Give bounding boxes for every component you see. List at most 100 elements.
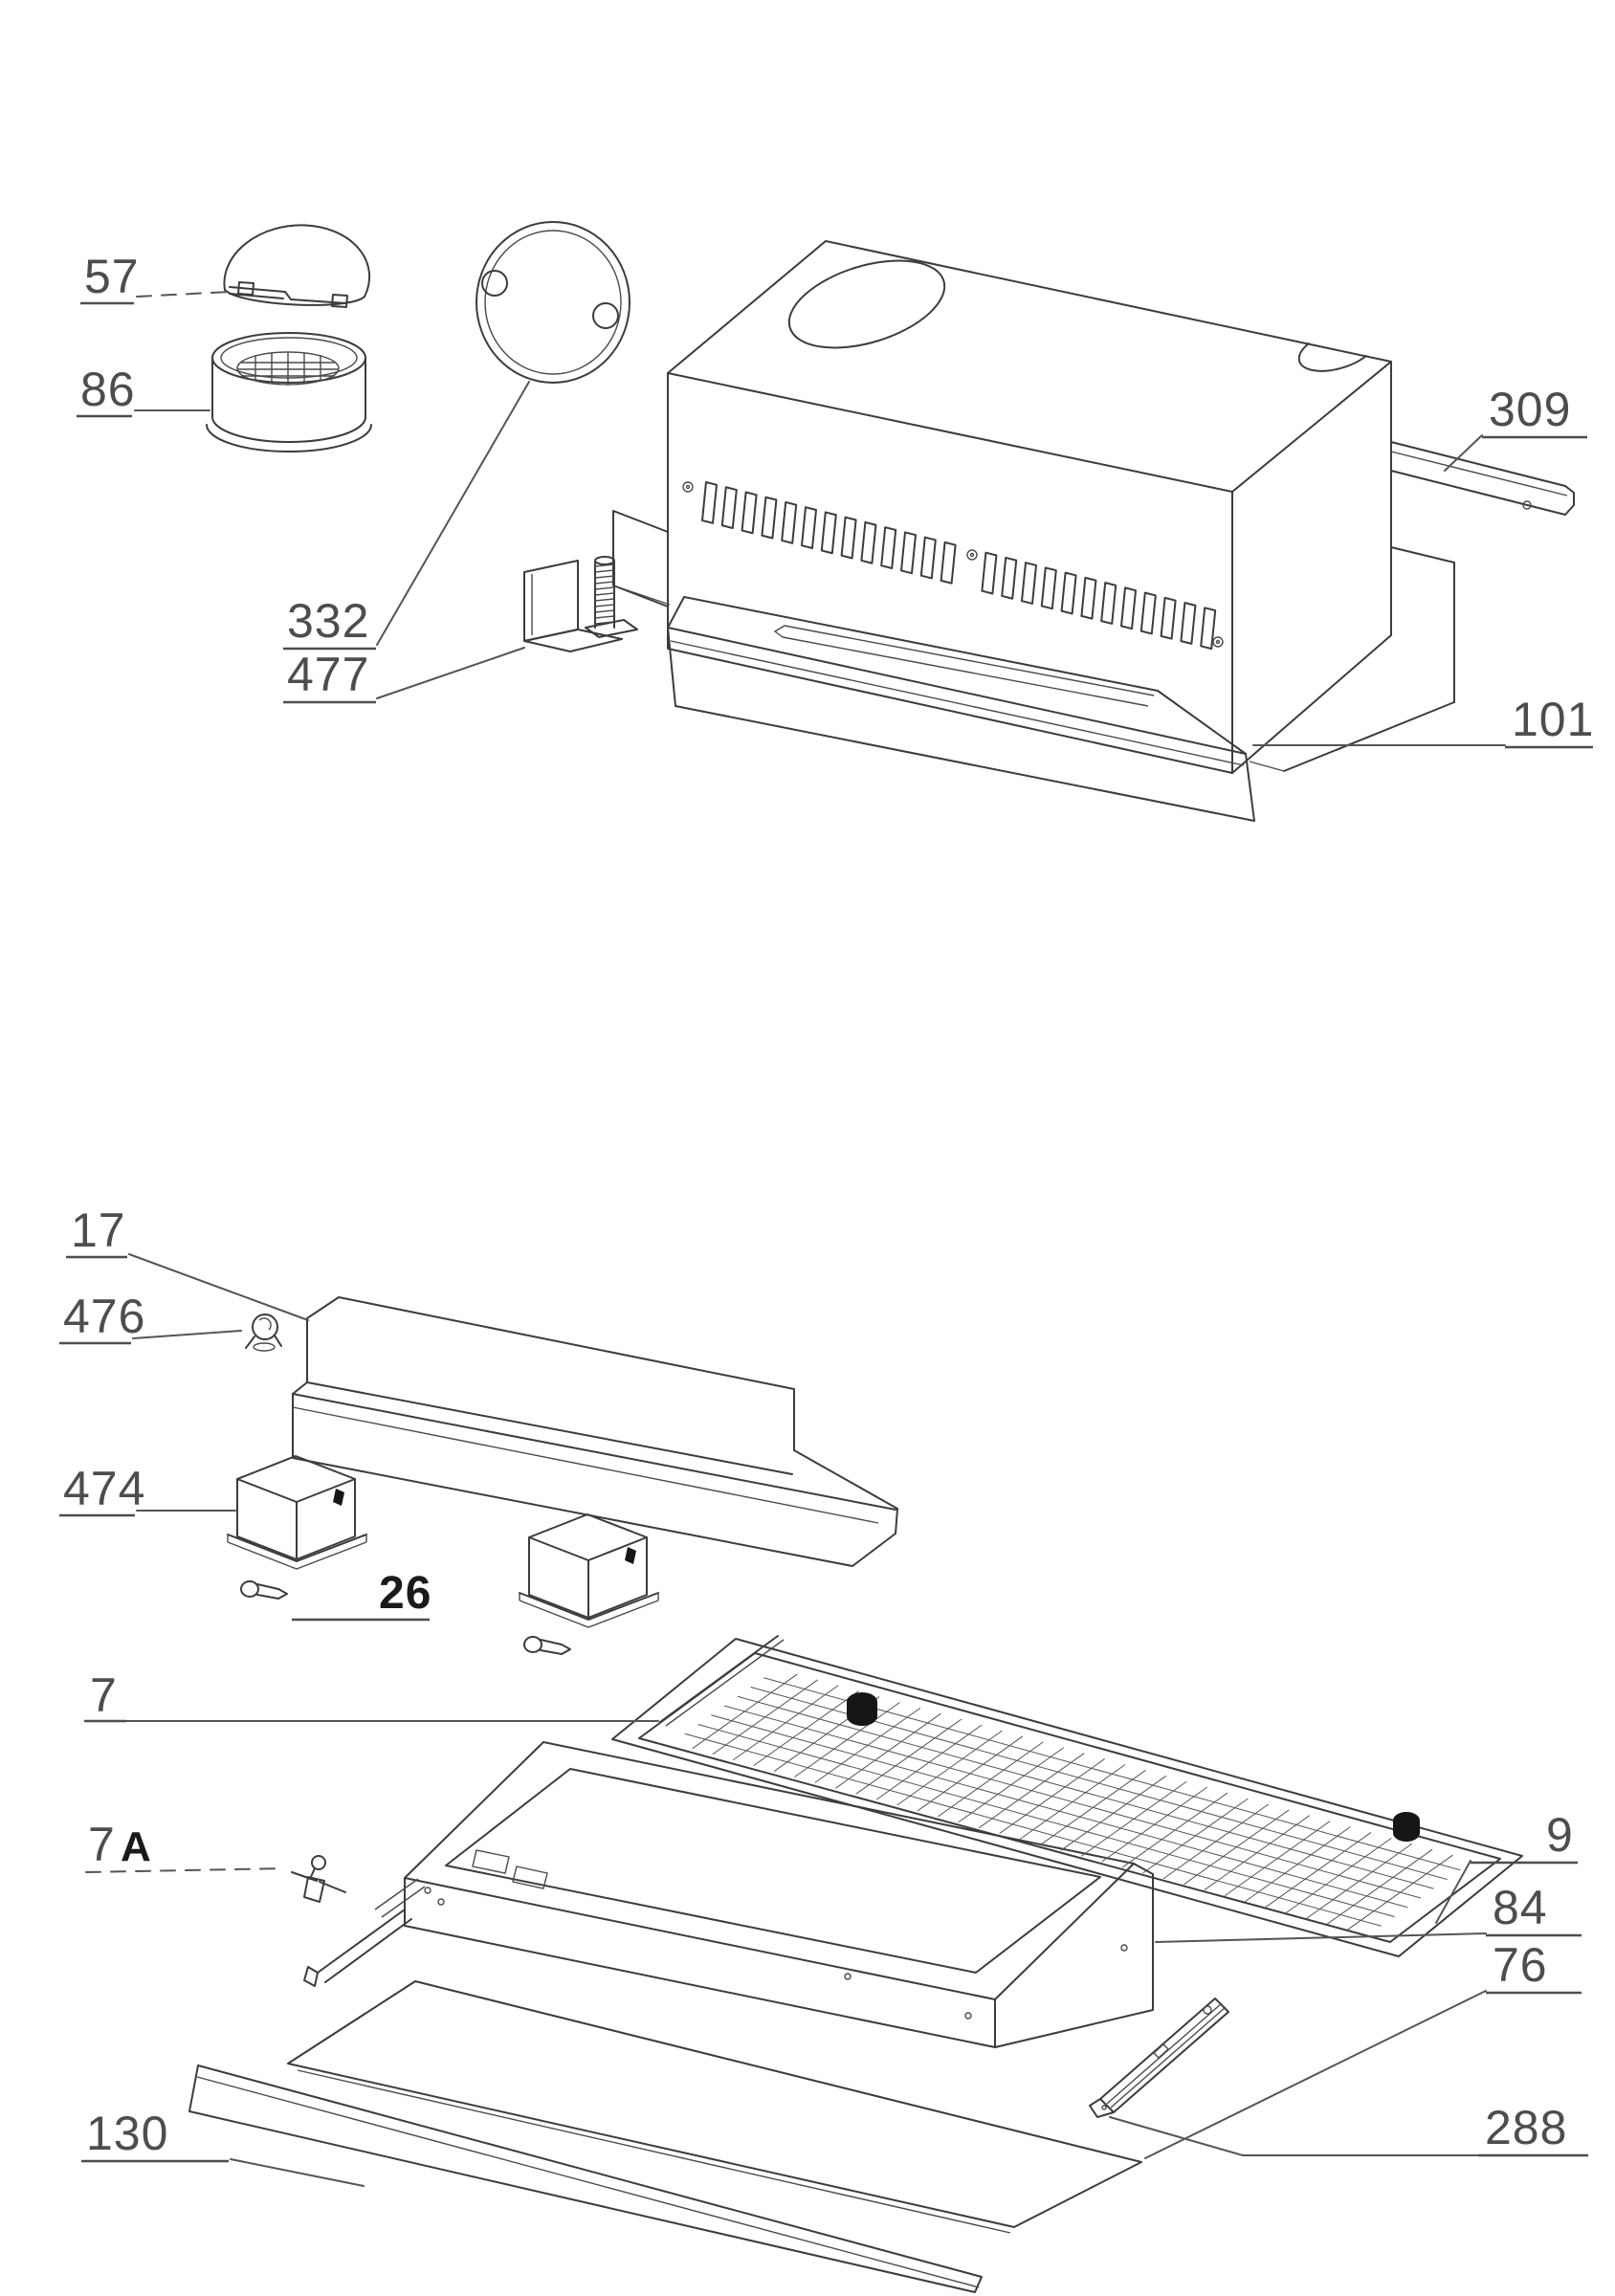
- vent-slot: [1080, 576, 1097, 620]
- part-number-474: 474: [63, 1462, 145, 1515]
- leader-line-7: [85, 1867, 285, 1873]
- mesh-line-long: [737, 1695, 1434, 1889]
- part-number-57: 57: [84, 250, 140, 303]
- part-number-17: 17: [71, 1203, 126, 1257]
- part-number-A: A: [121, 1823, 152, 1870]
- coil-turn: [594, 575, 615, 579]
- part-number-84: 84: [1493, 1881, 1548, 1934]
- part-474-lamp-box: [227, 1455, 367, 1570]
- mesh-line-long: [697, 1724, 1395, 1917]
- vent-slot: [1139, 591, 1157, 635]
- vent-slot: [741, 491, 758, 535]
- leader-line-476: [132, 1330, 242, 1339]
- coil-turn: [594, 592, 615, 596]
- part-number-76: 76: [1493, 1938, 1548, 1992]
- part-84-filter-frame: [303, 1741, 1154, 2048]
- part-base-tray: [612, 510, 1455, 772]
- part-17-wall-bracket: [292, 1296, 898, 1567]
- part-288-slide-rail: [1089, 1998, 1229, 2118]
- part-number-477: 477: [287, 648, 369, 701]
- part-number-9: 9: [1546, 1808, 1574, 1862]
- vent-slot: [900, 531, 917, 575]
- part-number-332: 332: [287, 594, 369, 648]
- vent-slot: [1001, 556, 1018, 600]
- coil-turn: [594, 569, 615, 573]
- part-474-lamp-box-2: [519, 1513, 659, 1628]
- coil-turn: [594, 609, 615, 613]
- part-hood-body: [667, 240, 1392, 774]
- leader-line-130: [230, 2158, 365, 2187]
- part-101-bottom-channel: [667, 596, 1255, 822]
- leader-line-309: [1444, 434, 1483, 472]
- vent-slot: [820, 511, 837, 555]
- leader-line-9: [1435, 1860, 1471, 1924]
- vent-slot: [1060, 571, 1077, 615]
- vent-slots: [682, 481, 1224, 651]
- mesh-line-long: [711, 1714, 1408, 1909]
- part-number-7: 7: [90, 1668, 118, 1722]
- part-86-vent-ring: [206, 332, 372, 453]
- vent-slot: [1180, 602, 1197, 645]
- screw-hole-center: [1215, 639, 1221, 645]
- part-26-screw: [240, 1580, 288, 1600]
- mesh-line-long: [684, 1733, 1382, 1927]
- vent-slot: [940, 541, 957, 585]
- vent-slot: [981, 551, 998, 595]
- mesh-line-long: [763, 1677, 1461, 1871]
- vent-slot: [801, 506, 817, 550]
- part-number-7: 7: [88, 1818, 116, 1871]
- part-76-glass-panel: [287, 1980, 1142, 2234]
- part-number-86: 86: [80, 363, 136, 416]
- part-476-clip: [245, 1314, 282, 1352]
- part-309-telescopic-rail: [1390, 441, 1575, 516]
- vent-slot: [761, 496, 778, 540]
- vent-slot: [919, 536, 937, 580]
- leader-line-477: [376, 647, 525, 699]
- part-130-front-strip: [188, 2064, 983, 2293]
- coil-turn: [594, 581, 615, 585]
- screw-hole: [682, 481, 694, 493]
- vent-slot: [860, 520, 877, 564]
- coil-turn: [594, 615, 615, 619]
- vent-slot: [1160, 596, 1177, 640]
- vent-slot: [1100, 582, 1117, 625]
- vent-slot: [1120, 586, 1137, 630]
- vent-slot: [720, 486, 738, 530]
- part-number-26: 26: [379, 1568, 431, 1619]
- coil-spring-hatch: [594, 563, 615, 625]
- coil-turn: [594, 586, 615, 590]
- coil-turn: [594, 563, 615, 567]
- vent-slot: [1040, 566, 1057, 610]
- exploded-view-bottom: [188, 1296, 1523, 2293]
- coil-turn: [594, 598, 615, 602]
- leader-line-57: [136, 291, 231, 298]
- part-number-288: 288: [1485, 2101, 1567, 2154]
- part-number-101: 101: [1512, 693, 1594, 746]
- filter-mesh-grid: [684, 1673, 1461, 1931]
- filter-knob-2: [1393, 1812, 1420, 1842]
- leader-line-76: [1144, 1990, 1487, 2159]
- coil-turn: [594, 604, 615, 607]
- vent-slot: [781, 500, 798, 544]
- vent-slot: [701, 481, 718, 524]
- leader-line-17: [128, 1253, 309, 1321]
- leader-line-84: [1155, 1932, 1487, 1943]
- filter-knob: [847, 1692, 877, 1726]
- screw-hole: [1212, 636, 1224, 648]
- leader-line-332: [376, 381, 530, 646]
- screw-hole-center: [969, 552, 975, 558]
- part-26-screw-2: [523, 1636, 571, 1655]
- part-number-130: 130: [86, 2107, 168, 2160]
- leader-line-288: [1109, 2116, 1479, 2156]
- part-332-mounting-ring: [476, 221, 631, 384]
- vent-slot: [1021, 562, 1037, 605]
- part-number-476: 476: [63, 1290, 145, 1343]
- part-9-grease-filter: [611, 1638, 1523, 1957]
- vent-slot: [880, 526, 897, 569]
- part-number-309: 309: [1489, 383, 1571, 436]
